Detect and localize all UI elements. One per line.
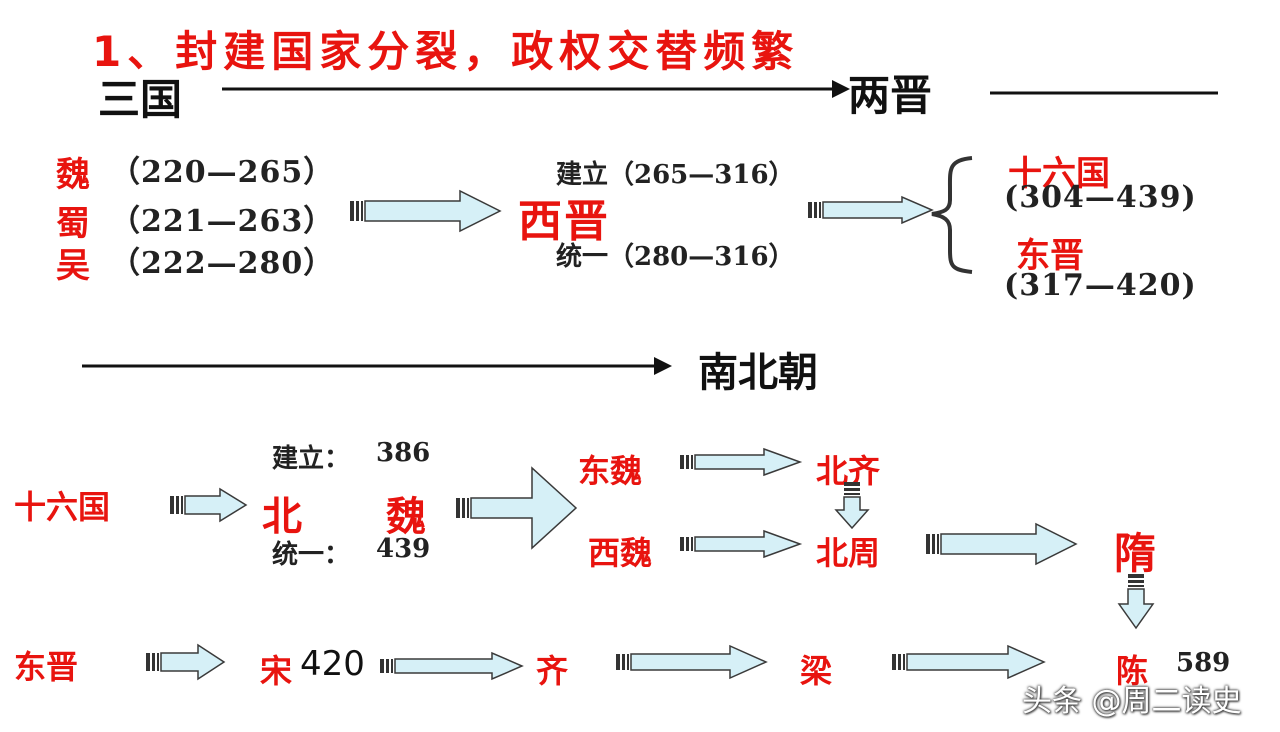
sui-dynasty: 隋	[1114, 529, 1159, 578]
arrow-sui-down-to-chen	[1117, 574, 1155, 630]
arrow-northern-qi-to-northern-zhou	[834, 482, 870, 530]
kingdom-shu-name: 蜀	[56, 204, 90, 244]
chen-dynasty: 陈	[1116, 652, 1149, 690]
qi-dynasty: 齐	[536, 652, 569, 690]
slide-title: 1、封建国家分裂，政权交替频繁	[92, 27, 800, 76]
eastern-wei: 东魏	[578, 452, 643, 490]
arrow-northern-zhou-to-sui	[926, 522, 1078, 566]
western-jin-unified: 统一（280—316）	[556, 242, 795, 272]
kingdom-shu-years: （221—263）	[110, 204, 335, 239]
western-jin-founded: 建立（265—316）	[556, 160, 795, 190]
northern-zhou: 北周	[816, 534, 881, 572]
song-year: 420	[300, 644, 365, 684]
northern-wei-bei: 北	[262, 494, 304, 540]
arrow-sixteen-to-northern-wei	[170, 487, 248, 523]
arrow-song-to-qi	[380, 651, 524, 681]
song-dynasty: 宋	[260, 652, 293, 690]
liang-dynasty: 梁	[800, 652, 833, 690]
sixteen-kingdoms-name: 十六国	[1008, 154, 1110, 194]
chen-year: 589	[1176, 648, 1231, 678]
arrow-western-wei-to-northern-zhou	[680, 529, 803, 559]
sixteen-kingdoms-years: (304—439)	[1004, 180, 1197, 215]
kingdom-wei-years: （220—265）	[110, 155, 335, 190]
arrow-eastern-jin-to-song	[146, 643, 226, 681]
northern-wei-wei: 魏	[386, 494, 428, 540]
arrow-liang-to-chen	[892, 644, 1046, 680]
northern-wei-founded-year: 386	[376, 438, 431, 468]
southern-northern-title: 南北朝	[698, 350, 818, 396]
arrow-eastern-wei-to-northern-qi	[680, 447, 803, 477]
western-jin-name: 西晋	[518, 196, 610, 247]
kingdom-wu-years: （222—280）	[110, 246, 335, 281]
south-eastern-jin: 东晋	[14, 648, 79, 686]
western-wei: 西魏	[588, 534, 653, 572]
arrow-northern-wei-to-split	[456, 466, 578, 550]
kingdom-wu-name: 吴	[56, 246, 90, 286]
northern-wei-unified-year: 439	[376, 534, 431, 564]
kingdom-wei-name: 魏	[56, 155, 90, 195]
watermark-text: 头条 @周二读史	[1022, 684, 1242, 719]
header-three-kingdoms: 三国	[98, 75, 183, 124]
arrow-three-kingdoms-to-western-jin	[350, 189, 502, 233]
arrow-qi-to-liang	[616, 644, 768, 680]
north-sixteen-kingdoms: 十六国	[14, 488, 111, 526]
header-two-jin: 两晋	[848, 71, 933, 120]
northern-wei-founded-label: 建立：	[272, 444, 351, 474]
northern-wei-unified-label: 统一：	[272, 540, 351, 570]
arrow-western-jin-to-split	[808, 195, 934, 225]
eastern-jin-years: (317—420)	[1004, 268, 1197, 303]
eastern-jin-name: 东晋	[1016, 236, 1084, 276]
